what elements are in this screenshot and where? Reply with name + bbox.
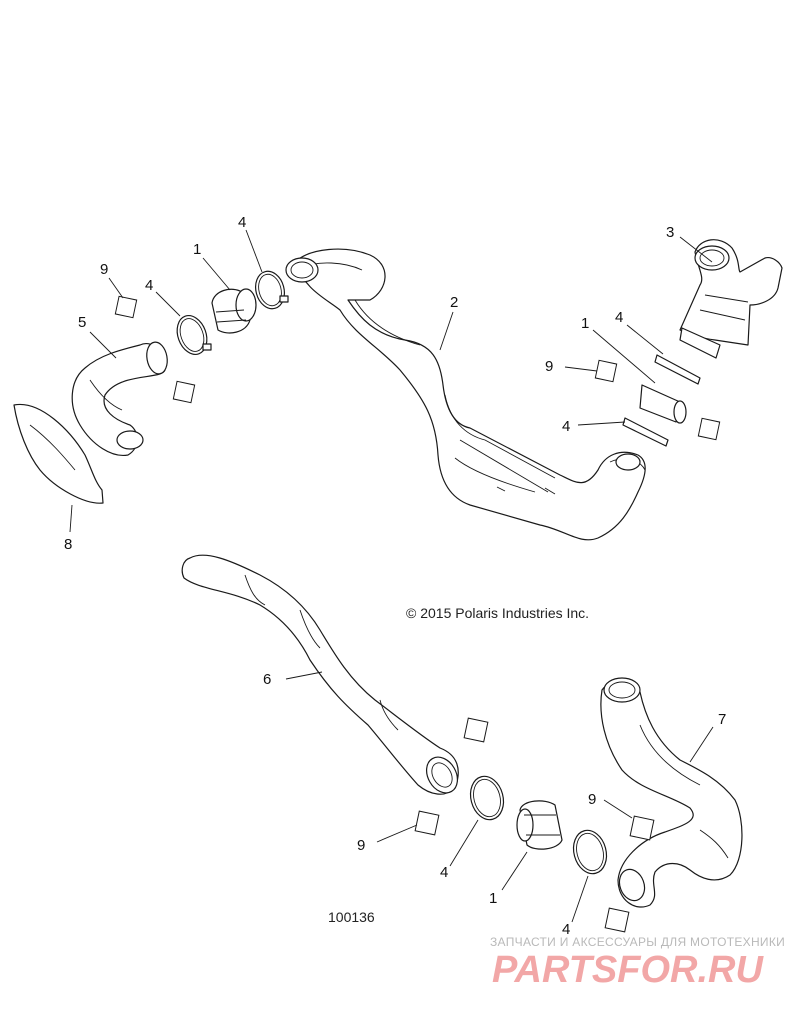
diagram-number: 100136 (328, 909, 375, 925)
callout-4-right-lower: 4 (562, 418, 570, 435)
callout-4-bottom-right: 4 (562, 921, 570, 938)
part-8-flap (13, 403, 104, 504)
callout-8: 8 (64, 536, 72, 553)
part-4-clamp-right-lower (622, 417, 669, 447)
callout-9-bottom-left: 9 (357, 837, 365, 854)
callout-3: 3 (666, 224, 674, 241)
decal-9-h (604, 907, 630, 933)
callout-1-top: 1 (193, 241, 201, 258)
callouts: 1 4 9 4 5 3 2 1 4 9 4 8 6 7 9 9 4 1 4 (64, 214, 726, 938)
part-1-clamp-top (211, 288, 257, 334)
part-4-hose-clamp-left (176, 315, 212, 355)
decal-9-d (697, 417, 721, 441)
decal-9-e (463, 717, 489, 743)
part-2-duct (285, 248, 646, 541)
callout-4-right-upper: 4 (615, 309, 623, 326)
watermark-logo: PARTSFOR.RU (492, 949, 764, 991)
callout-7: 7 (718, 711, 726, 728)
copyright-notice: © 2015 Polaris Industries Inc. (406, 605, 589, 621)
callout-1-bottom: 1 (489, 890, 497, 907)
part-5-elbow (71, 341, 168, 456)
callout-4-left: 4 (145, 277, 153, 294)
part-1-coupler-bottom (516, 800, 563, 850)
callout-9-right: 9 (545, 358, 553, 375)
part-3-inlet (679, 239, 783, 359)
callout-4-bottom-left: 4 (440, 864, 448, 881)
callout-4-top: 4 (238, 214, 246, 231)
leader-lines (69, 229, 714, 923)
part-6-hose (181, 554, 459, 795)
decal-9-b (172, 380, 196, 404)
watermark-tagline: ЗАПЧАСТИ И АКСЕССУАРЫ ДЛЯ МОТОТЕХНИКИ (490, 935, 785, 949)
part-4-hose-clamp-top (255, 270, 289, 310)
decal-9-g (629, 815, 655, 841)
callout-1-right: 1 (581, 315, 589, 332)
watermark: ЗАПЧАСТИ И АКСЕССУАРЫ ДЛЯ МОТОТЕХНИКИ PA… (490, 935, 785, 991)
callout-9-left: 9 (100, 261, 108, 278)
part-1-coupler-right (639, 384, 687, 424)
decal-9-a (114, 295, 138, 319)
part-4-hose-clamp-bottom-left (469, 775, 505, 821)
callout-6: 6 (263, 671, 271, 688)
part-4-clamp-right-upper (654, 354, 701, 385)
callout-5: 5 (78, 314, 86, 331)
decal-9-f (414, 810, 440, 836)
callout-2: 2 (450, 294, 458, 311)
decal-9-c (594, 359, 618, 383)
part-4-hose-clamp-bottom-right (572, 829, 608, 875)
part-7-duct (600, 677, 743, 908)
callout-9-bottom-right: 9 (588, 791, 596, 808)
decals (114, 295, 721, 933)
